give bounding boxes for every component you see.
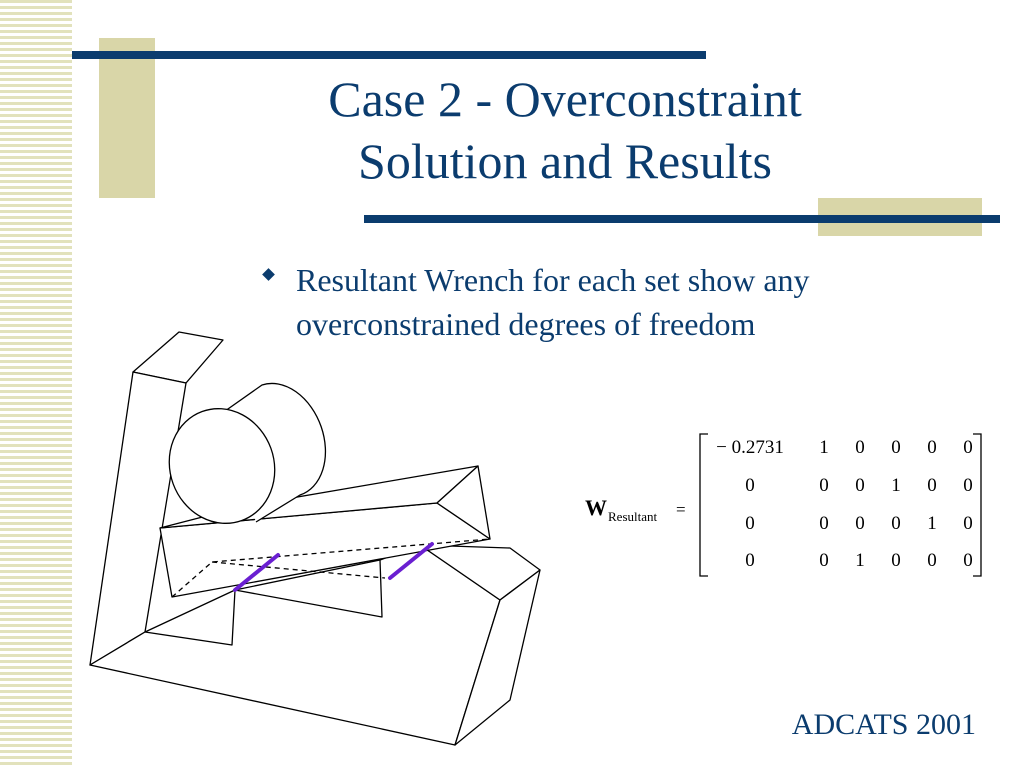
base-notch-left	[144, 589, 236, 646]
wrench-symbol: W	[585, 495, 607, 520]
overconstraint-figure	[89, 331, 541, 746]
khaki-accent-block-top	[99, 38, 155, 198]
matrix-cell-r2-c6: 0	[963, 475, 973, 496]
bullet-line-1: Resultant Wrench for each set show any	[296, 262, 810, 298]
matrix-right-bracket	[973, 433, 982, 577]
matrix-cell-r3-c6: 0	[963, 513, 973, 534]
left-stripe-decoration	[0, 0, 72, 768]
title-line-1: Case 2 - Overconstraint	[328, 71, 802, 127]
matrix-cell-r2-c3: 0	[855, 475, 865, 496]
bullet-line-2: overconstrained degrees of freedom	[296, 306, 756, 342]
matrix-cell-r3-c3: 0	[855, 513, 865, 534]
top-accent-bar	[72, 51, 706, 59]
matrix-cell-r3-c5: 1	[927, 513, 937, 534]
matrix-cell-r3-c2: 0	[819, 513, 829, 534]
footer-text: ADCATS 2001	[791, 708, 976, 741]
matrix-cell-r1-c4: 0	[891, 437, 901, 458]
slide-title: Case 2 - Overconstraint Solution and Res…	[200, 68, 930, 192]
cylinder-end-face	[168, 408, 276, 524]
matrix-cell-r1-c1: − 0.2731	[716, 437, 784, 458]
matrix-cell-r4-c5: 0	[927, 550, 937, 571]
base-notch-right	[234, 559, 383, 618]
matrix-cell-r4-c3: 1	[855, 550, 865, 571]
base-block-side	[454, 569, 541, 746]
matrix-cell-r2-c1: 0	[745, 475, 755, 496]
contact-line-right	[388, 542, 434, 580]
matrix-cell-r1-c6: 0	[963, 437, 973, 458]
matrix-cell-r4-c4: 0	[891, 550, 901, 571]
matrix-cell-r4-c1: 0	[745, 550, 755, 571]
matrix-left-bracket	[699, 433, 708, 577]
middle-accent-bar	[364, 215, 1000, 223]
matrix-cell-r2-c2: 0	[819, 475, 829, 496]
contact-line-left	[233, 553, 280, 592]
matrix-cell-r3-c1: 0	[745, 513, 755, 534]
bullet-item: Resultant Wrench for each set show any o…	[262, 258, 962, 346]
matrix-cell-r4-c6: 0	[963, 550, 973, 571]
matrix-cell-r1-c2: 1	[819, 437, 829, 458]
tilted-bar-end	[436, 465, 491, 540]
matrix-cell-r3-c4: 0	[891, 513, 901, 534]
title-line-2: Solution and Results	[358, 133, 772, 189]
equals-sign: =	[676, 500, 686, 519]
matrix-cells: − 0.2731 1 0 0 0 0 0 0 0 1 0 0 0 0 0 0 1 0 0 0 1 0 0 0	[716, 437, 973, 571]
bullet-text: Resultant Wrench for each set show any o…	[296, 258, 962, 346]
matrix-cell-r2-c4: 1	[891, 475, 901, 496]
hidden-edge-diagonal	[211, 561, 386, 579]
matrix-cell-r1-c5: 0	[927, 437, 937, 458]
matrix-cell-r1-c3: 0	[855, 437, 865, 458]
resultant-wrench-equation: W Resultant = − 0.2731 1 0 0 0 0 0 0 0 1 0 0 0 0 0 0 1 0 0…	[585, 433, 982, 577]
matrix-cell-r4-c2: 0	[819, 550, 829, 571]
wrench-subscript: Resultant	[608, 509, 657, 524]
diamond-bullet-icon	[262, 268, 275, 281]
matrix-cell-r2-c5: 0	[927, 475, 937, 496]
